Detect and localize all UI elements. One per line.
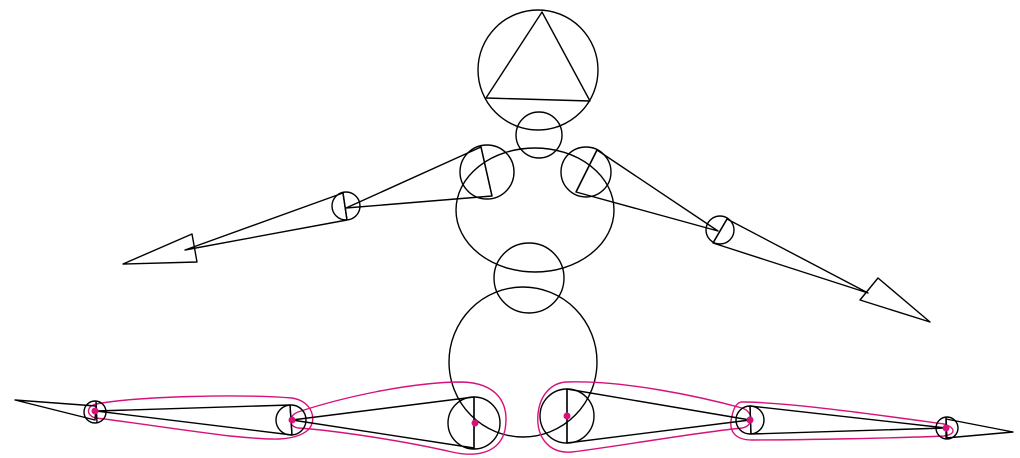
left-knee-pivot[interactable] xyxy=(289,417,296,424)
left-upper-arm[interactable] xyxy=(346,147,492,208)
right-forearm[interactable] xyxy=(713,219,868,293)
neck-circle[interactable] xyxy=(516,112,562,158)
head-triangle xyxy=(486,12,590,101)
right-hand[interactable] xyxy=(860,278,930,322)
right-knee-pivot[interactable] xyxy=(747,417,754,424)
left-hip-pivot[interactable] xyxy=(472,420,479,427)
right-hip-pivot[interactable] xyxy=(564,413,571,420)
waist-circle[interactable] xyxy=(494,243,564,313)
left-shin-bone xyxy=(96,405,292,435)
selection-highlights xyxy=(89,382,954,454)
left-forearm[interactable] xyxy=(185,193,347,250)
left-forearm-bone xyxy=(185,193,347,250)
pelvis-ellipse[interactable] xyxy=(449,287,597,437)
left-upper-arm-bone xyxy=(346,147,492,208)
left-thigh-bone xyxy=(292,397,474,448)
joint-pivots xyxy=(92,408,950,432)
right-upper-arm[interactable] xyxy=(576,150,718,231)
left-shin-selection-outline[interactable] xyxy=(89,396,313,439)
left-shin[interactable] xyxy=(96,405,292,435)
right-upper-arm-bone xyxy=(576,150,718,231)
chest-ellipse[interactable] xyxy=(456,148,614,272)
left-thigh[interactable] xyxy=(292,397,474,448)
left-ankle-pivot[interactable] xyxy=(92,408,99,415)
right-forearm-bone xyxy=(713,219,868,293)
right-ankle-pivot[interactable] xyxy=(943,425,950,432)
